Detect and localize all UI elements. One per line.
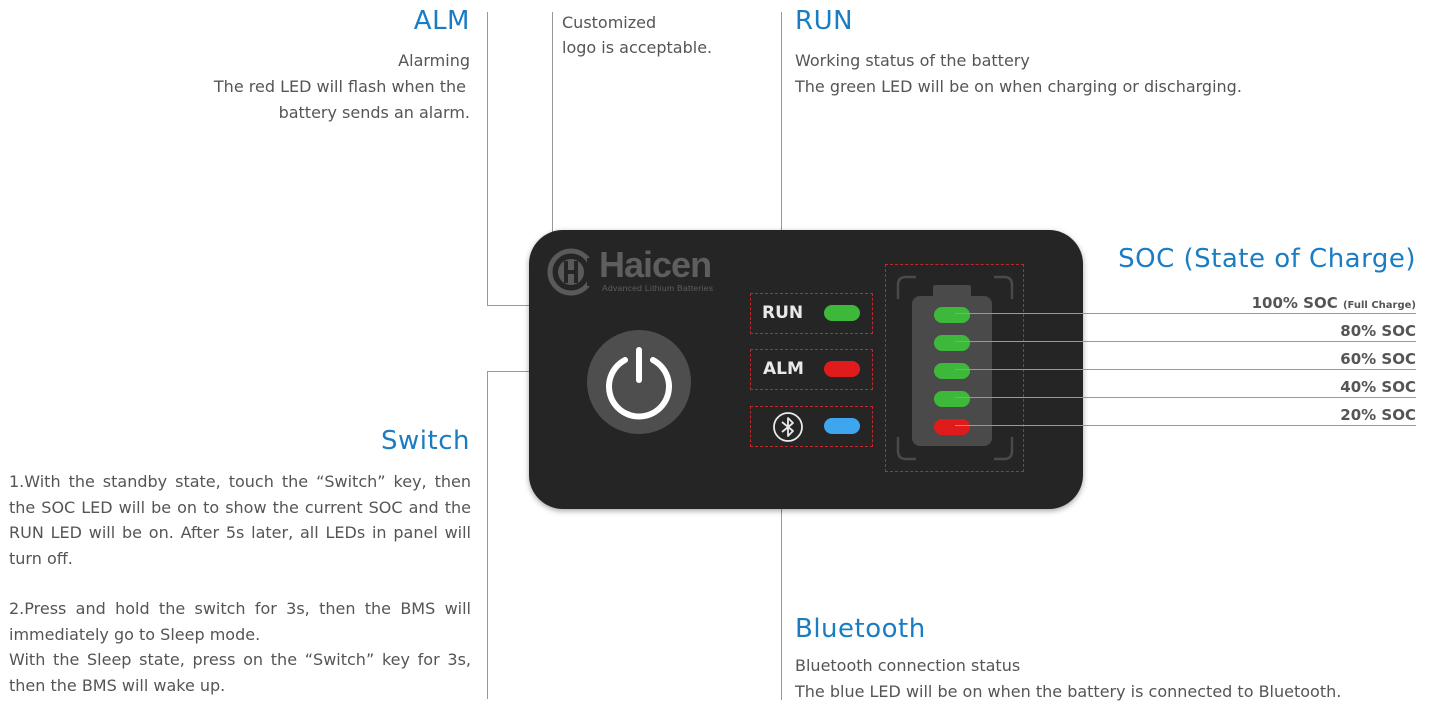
bluetooth-connector xyxy=(781,440,782,700)
soc-label-40: 40% SOC xyxy=(1340,378,1416,396)
run-led-label: RUN xyxy=(762,303,804,323)
bluetooth-heading: Bluetooth xyxy=(795,614,926,644)
logo-note-line2: logo is acceptable. xyxy=(562,38,713,57)
haicen-logo-icon xyxy=(547,248,599,304)
logo-name: Haicen xyxy=(599,244,712,285)
bluetooth-subtitle: Bluetooth connection status xyxy=(795,656,1021,675)
run-connector xyxy=(781,12,782,298)
soc-led-80 xyxy=(934,335,970,351)
switch-para2a: 2.Press and hold the switch for 3s, then… xyxy=(9,599,471,644)
run-description: The green LED will be on when charging o… xyxy=(795,77,1242,96)
soc-label-100: 100% SOC (Full Charge) xyxy=(1090,294,1416,312)
alm-led xyxy=(824,361,860,377)
soc-led-20 xyxy=(934,419,970,435)
soc-frame-brackets xyxy=(896,275,1014,461)
bluetooth-icon xyxy=(773,412,803,442)
soc-label-80: 80% SOC xyxy=(1340,322,1416,340)
alm-led-label: ALM xyxy=(763,359,804,379)
alm-indicator-box: ALM xyxy=(750,349,873,390)
alm-description-line1: The red LED will flash when the xyxy=(213,77,466,96)
soc-connector-60 xyxy=(955,369,1416,370)
battery-control-panel: Haicen Advanced Lithium Batteries RUN AL… xyxy=(529,230,1083,509)
alm-connector-vertical xyxy=(487,12,488,305)
alm-subtitle: Alarming xyxy=(398,51,470,70)
power-icon xyxy=(606,347,672,420)
soc-label-100-value: 100% SOC xyxy=(1251,294,1338,312)
soc-connector-20 xyxy=(955,425,1416,426)
soc-led-60 xyxy=(934,363,970,379)
run-indicator-box: RUN xyxy=(750,293,873,334)
soc-label-100-note: (Full Charge) xyxy=(1342,300,1416,311)
logo-connector xyxy=(552,12,553,306)
run-subtitle: Working status of the battery xyxy=(795,51,1030,70)
switch-connector-vertical xyxy=(487,371,488,699)
soc-heading: SOC (State of Charge) xyxy=(1118,244,1416,274)
bluetooth-led xyxy=(824,418,860,434)
switch-heading: Switch xyxy=(381,426,470,456)
switch-para2b: With the Sleep state, press on the “Swit… xyxy=(9,650,471,695)
soc-led-100 xyxy=(934,307,970,323)
alm-heading: ALM xyxy=(413,6,470,36)
logo-note-line1: Customized xyxy=(562,13,657,32)
bluetooth-indicator-box xyxy=(750,406,873,447)
soc-led-40 xyxy=(934,391,970,407)
run-heading: RUN xyxy=(795,6,854,36)
battery-body xyxy=(912,296,992,446)
soc-label-60: 60% SOC xyxy=(1340,350,1416,368)
alm-description-line2: battery sends an alarm. xyxy=(278,103,470,122)
logo-tagline: Advanced Lithium Batteries xyxy=(602,283,714,293)
soc-indicator-box xyxy=(885,264,1024,472)
soc-connector-100 xyxy=(955,313,1416,314)
soc-label-20: 20% SOC xyxy=(1340,406,1416,424)
soc-connector-40 xyxy=(955,397,1416,398)
battery-terminal xyxy=(933,285,971,297)
run-led xyxy=(824,305,860,321)
bluetooth-description: The blue LED will be on when the battery… xyxy=(795,682,1342,701)
switch-para1: 1.With the standby state, touch the “Swi… xyxy=(9,472,471,568)
soc-connector-80 xyxy=(955,341,1416,342)
power-button[interactable] xyxy=(587,330,691,434)
